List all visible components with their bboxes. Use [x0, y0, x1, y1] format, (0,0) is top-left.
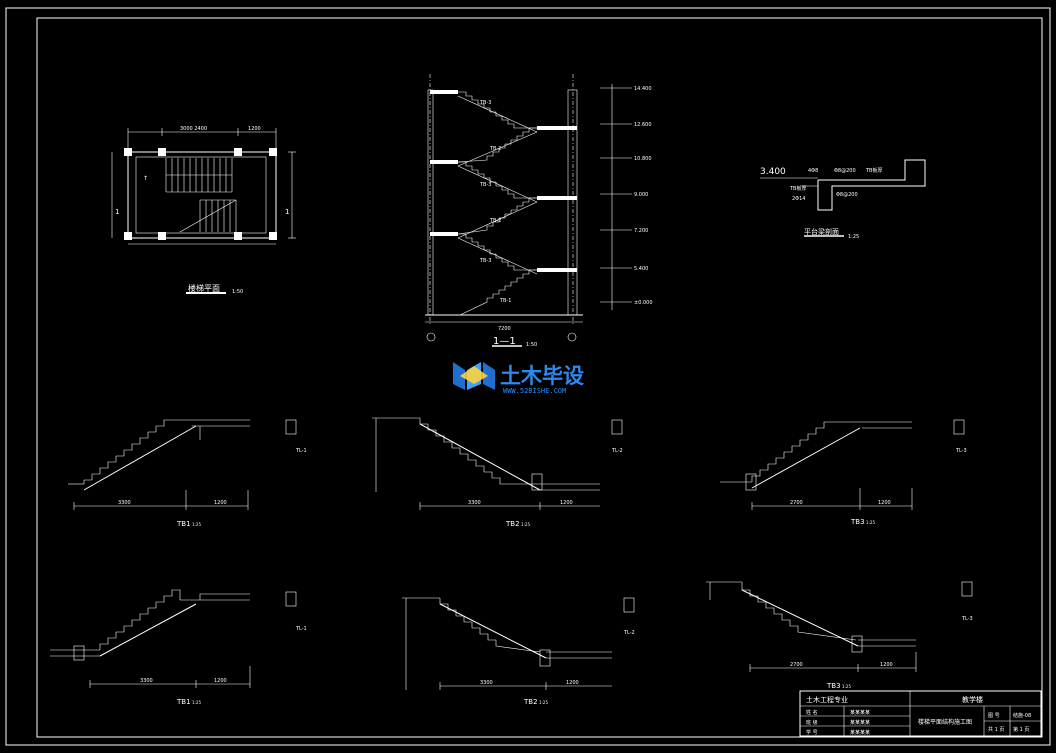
- svg-text:1:25: 1:25: [842, 684, 851, 689]
- inner-frame: [36, 17, 1043, 738]
- svg-text:3300: 3300: [140, 678, 153, 684]
- svg-text:3300: 3300: [118, 500, 131, 506]
- svg-text:10.800: 10.800: [634, 156, 652, 162]
- plan-scale: 1:50: [232, 289, 243, 295]
- svg-text:12.600: 12.600: [634, 122, 652, 128]
- watermark-url: WWW.52BISHE.COM: [503, 387, 566, 395]
- svg-text:某某某某: 某某某某: [850, 730, 870, 736]
- svg-text:TB-1: TB-1: [499, 298, 511, 304]
- detail-level: 3.400: [760, 167, 786, 177]
- svg-text:结施-08: 结施-08: [1013, 712, 1031, 719]
- svg-text:某某某某: 某某某某: [850, 710, 870, 716]
- svg-text:某某某某: 某某某某: [850, 720, 870, 726]
- watermark-brand: 土木毕设: [500, 364, 584, 388]
- svg-text:TB-2: TB-2: [489, 218, 501, 224]
- stair-plan: 3000 2400 1200 ↑ 1 1 楼梯平面 1:50: [111, 126, 296, 295]
- svg-text:班 级: 班 级: [806, 719, 818, 726]
- svg-text:图 号: 图 号: [988, 713, 1000, 719]
- svg-text:4Φ8: 4Φ8: [808, 168, 818, 174]
- platform-beam-detail: 3.400 4Φ8 Φ8@200 TB板厚 TB板厚 2Φ14 Φ8@200 平…: [760, 159, 926, 240]
- svg-text:学 号: 学 号: [806, 729, 818, 736]
- svg-text:7200: 7200: [498, 326, 511, 332]
- flight-detail-tb3-a: 2700 1200 TL-3 TB3 1:25: [720, 419, 967, 526]
- flight-label-3: TB3: [850, 518, 865, 526]
- outer-frame: [5, 7, 1051, 746]
- plan-title: 楼梯平面: [188, 283, 220, 293]
- svg-text:1200: 1200: [880, 662, 893, 668]
- svg-text:2700: 2700: [790, 662, 803, 668]
- svg-text:共 1 页: 共 1 页: [988, 726, 1004, 733]
- svg-text:TL-3: TL-3: [955, 448, 967, 454]
- flight-label-4: TB1: [176, 698, 191, 706]
- svg-text:TB-3: TB-3: [479, 258, 491, 264]
- svg-text:3300: 3300: [480, 680, 493, 686]
- section-scale: 1:50: [526, 342, 537, 348]
- detail-scale: 1:25: [848, 234, 859, 240]
- svg-text:1:25: 1:25: [192, 700, 201, 705]
- title-block: 土木工程专业 教学楼 姓 名 某某某某 班 级 某某某某 学 号 某某某某 楼梯…: [799, 690, 1042, 737]
- detail-title: 平台梁剖面: [804, 227, 839, 236]
- svg-text:3000 2400: 3000 2400: [180, 126, 207, 132]
- svg-text:2700: 2700: [790, 500, 803, 506]
- flight-label-5: TB2: [523, 698, 538, 706]
- watermark-logo: 土木毕设 WWW.52BISHE.COM: [453, 362, 584, 395]
- svg-text:1200: 1200: [248, 126, 261, 132]
- flight-detail-tb2-b: 3300 1200 TL-2 TB2 1:25: [402, 597, 635, 706]
- svg-text:7.200: 7.200: [634, 228, 648, 234]
- title-block-drawing-name: 楼梯平面结构施工图: [918, 718, 972, 726]
- svg-text:1:25: 1:25: [539, 700, 548, 705]
- flight-label-1: TB1: [176, 520, 191, 528]
- svg-text:姓 名: 姓 名: [806, 709, 818, 716]
- title-block-project: 教学楼: [962, 695, 983, 704]
- svg-text:9.000: 9.000: [634, 192, 648, 198]
- svg-text:1:25: 1:25: [866, 520, 875, 525]
- section-title: 1—1: [493, 336, 516, 347]
- svg-text:TL-2: TL-2: [623, 630, 635, 636]
- stair-section: 14.400 12.600 10.800 9.000 7.200 5.400 ±…: [425, 74, 653, 348]
- svg-text:5.400: 5.400: [634, 266, 648, 272]
- flight-detail-tb1-b: 3300 1200 TL-1 TB1 1:25: [50, 589, 307, 706]
- svg-text:3300: 3300: [468, 500, 481, 506]
- svg-text:TL-3: TL-3: [961, 616, 973, 622]
- svg-text:TL-1: TL-1: [295, 448, 307, 454]
- svg-text:1200: 1200: [214, 500, 227, 506]
- svg-text:第 1 页: 第 1 页: [1013, 726, 1029, 733]
- svg-text:1200: 1200: [878, 500, 891, 506]
- svg-text:TB-3: TB-3: [479, 100, 491, 106]
- svg-text:±0.000: ±0.000: [634, 300, 653, 306]
- svg-text:Φ8@200: Φ8@200: [836, 192, 858, 198]
- svg-text:↑: ↑: [143, 175, 148, 182]
- svg-text:TB-2: TB-2: [489, 146, 501, 152]
- svg-text:1:25: 1:25: [192, 522, 201, 527]
- title-block-school: 土木工程专业: [806, 695, 848, 704]
- svg-text:TB-3: TB-3: [479, 182, 491, 188]
- flight-detail-tb1-a: 3300 1200 TL-1 TB1 1:25: [68, 419, 307, 528]
- svg-text:Φ8@200: Φ8@200: [834, 168, 856, 174]
- svg-text:TL-2: TL-2: [611, 448, 623, 454]
- svg-text:1200: 1200: [560, 500, 573, 506]
- svg-text:1: 1: [285, 208, 289, 216]
- flight-detail-tb2-a: 3300 1200 TL-2 TB2 1:25: [372, 417, 623, 528]
- svg-text:2Φ14: 2Φ14: [792, 196, 805, 202]
- flight-detail-tb3-b: 2700 1200 TL-3 TB3 1:25: [706, 581, 973, 690]
- flight-label-2: TB2: [505, 520, 520, 528]
- svg-text:TL-1: TL-1: [295, 626, 307, 632]
- flight-label-6: TB3: [826, 682, 841, 690]
- svg-text:1200: 1200: [566, 680, 579, 686]
- svg-text:14.400: 14.400: [634, 86, 652, 92]
- svg-text:TB板厚: TB板厚: [789, 185, 807, 192]
- svg-text:1:25: 1:25: [521, 522, 530, 527]
- svg-text:1: 1: [115, 208, 119, 216]
- svg-text:1200: 1200: [214, 678, 227, 684]
- svg-text:TB板厚: TB板厚: [865, 167, 883, 174]
